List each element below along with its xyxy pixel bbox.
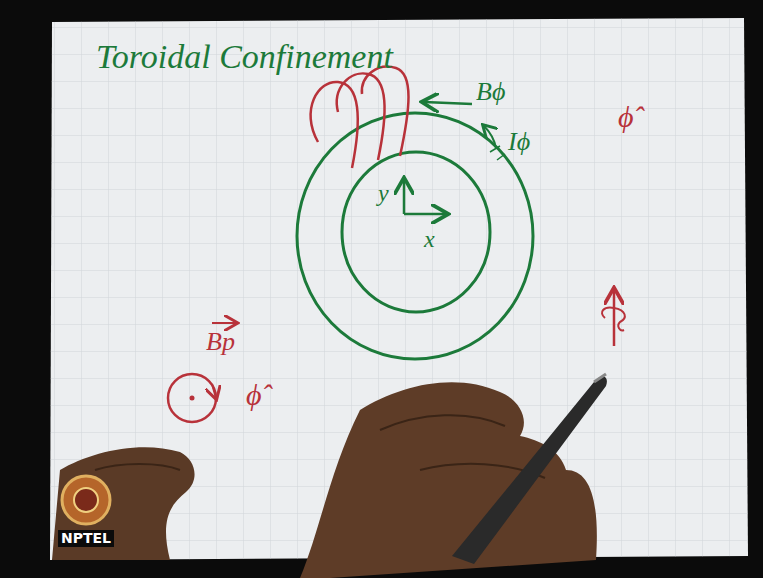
torus-inner-wall xyxy=(342,152,490,312)
axis-label: x xyxy=(424,226,435,252)
field-label: Bp xyxy=(206,328,235,357)
current-dot xyxy=(190,396,195,401)
axis-label: y xyxy=(378,180,389,206)
circulation-arrow xyxy=(212,384,216,398)
curl-symbol xyxy=(602,308,625,331)
current-arrow xyxy=(484,126,496,148)
pen xyxy=(452,376,607,564)
pen-tip xyxy=(594,374,606,382)
unit-vector-label: ϕ̂ xyxy=(246,378,262,411)
logo-text: NPTEL xyxy=(58,530,114,547)
x-axis-arrow xyxy=(404,213,446,216)
y-axis-arrow xyxy=(403,180,406,214)
left-hand xyxy=(52,447,195,560)
tick-marks xyxy=(490,146,505,160)
finger-crease xyxy=(380,415,545,478)
finger-crease xyxy=(95,464,180,470)
unit-vector-label: ϕ̂ xyxy=(618,100,634,133)
current-label: Iϕ xyxy=(508,128,530,157)
nptel-logo-center xyxy=(74,488,98,512)
vector-arrow xyxy=(212,322,236,324)
right-hand-rule-arrow xyxy=(613,290,616,346)
title: Toroidal Confinement xyxy=(96,38,393,75)
right-hand xyxy=(300,382,597,578)
poloidal-field-circle xyxy=(168,374,216,422)
field-arrow xyxy=(424,102,472,104)
torus-outer-wall xyxy=(297,113,533,359)
nptel-logo xyxy=(62,476,110,524)
toroidal-coils xyxy=(311,67,409,168)
field-label: Bϕ xyxy=(476,78,505,107)
